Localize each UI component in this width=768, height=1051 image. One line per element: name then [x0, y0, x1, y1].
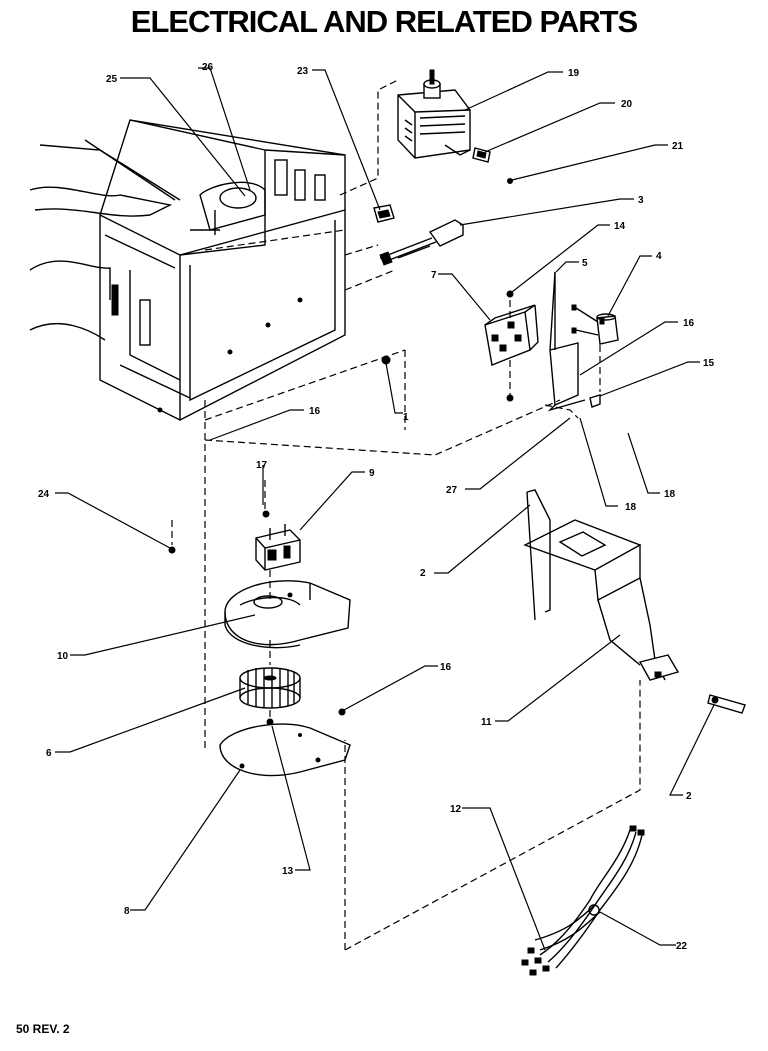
cabinet-assembly	[29, 119, 346, 422]
part-21-screw	[507, 178, 513, 184]
part-4-capacitor	[571, 304, 619, 345]
callout-25: 25	[106, 74, 118, 85]
part-2-mounting-bracket	[523, 489, 746, 714]
callout-leader-lines	[55, 67, 715, 951]
part-16-screw-lower	[506, 394, 514, 402]
callout-19: 19	[568, 68, 580, 79]
part-8-fan-cover	[219, 723, 351, 777]
callout-11: 11	[481, 717, 492, 728]
part-15-clip	[589, 394, 601, 408]
callout-3: 3	[638, 195, 644, 206]
part-5-bracket	[547, 271, 586, 412]
callout-22: 22	[676, 941, 688, 952]
callout-24: 24	[38, 489, 50, 500]
callout-17: 17	[256, 460, 268, 471]
callout-15: 15	[703, 358, 715, 369]
diagram-title: ELECTRICAL AND RELATED PARTS	[130, 4, 638, 39]
callout-13: 13	[282, 866, 294, 877]
callout-27: 27	[446, 485, 458, 496]
part-3-fuse-holder	[379, 219, 464, 266]
callout-16-cabinet: 16	[309, 406, 321, 417]
callout-21: 21	[672, 141, 684, 152]
callout-6: 6	[46, 748, 52, 759]
magnetron	[397, 69, 471, 159]
part-22-wire-tie	[588, 904, 600, 916]
part-10-fan-housing	[224, 580, 351, 649]
callout-7: 7	[431, 270, 437, 281]
callout-23: 23	[297, 66, 309, 77]
callout-16-capacitor: 16	[683, 318, 695, 329]
part-17-screw	[262, 510, 270, 518]
callout-1: 1	[403, 412, 409, 423]
callout-4: 4	[656, 251, 662, 262]
part-6-fan-blade	[239, 667, 301, 709]
callout-labels: 1 2 2 3 4 5 6 7 8 9 10 11 12 13 14 15 16…	[38, 62, 715, 952]
revision-footer: 50 REV. 2	[16, 1022, 70, 1036]
part-24-screw	[168, 546, 176, 554]
callout-8: 8	[124, 906, 130, 917]
part-7-control-unit	[484, 304, 539, 366]
part-14-screw	[506, 290, 514, 298]
callout-16-fan: 16	[440, 662, 452, 673]
part-12-wire-harness	[521, 825, 645, 976]
part-16-screw-fan	[338, 708, 346, 716]
callout-5: 5	[582, 258, 588, 269]
callout-18-left: 18	[625, 502, 637, 513]
part-23-cutout	[373, 204, 395, 223]
callout-20: 20	[621, 99, 633, 110]
callout-2-bracket: 2	[420, 568, 426, 579]
callout-26: 26	[202, 62, 214, 73]
callout-18-right: 18	[664, 489, 676, 500]
callout-9: 9	[369, 468, 375, 479]
callout-14: 14	[614, 221, 626, 232]
callout-10: 10	[57, 651, 69, 662]
part-9-fan-motor	[255, 524, 301, 571]
callout-12: 12	[450, 804, 462, 815]
part-20-terminal	[472, 147, 491, 163]
callout-2-clip: 2	[686, 791, 692, 802]
assembly-dashed-lines	[171, 79, 641, 951]
